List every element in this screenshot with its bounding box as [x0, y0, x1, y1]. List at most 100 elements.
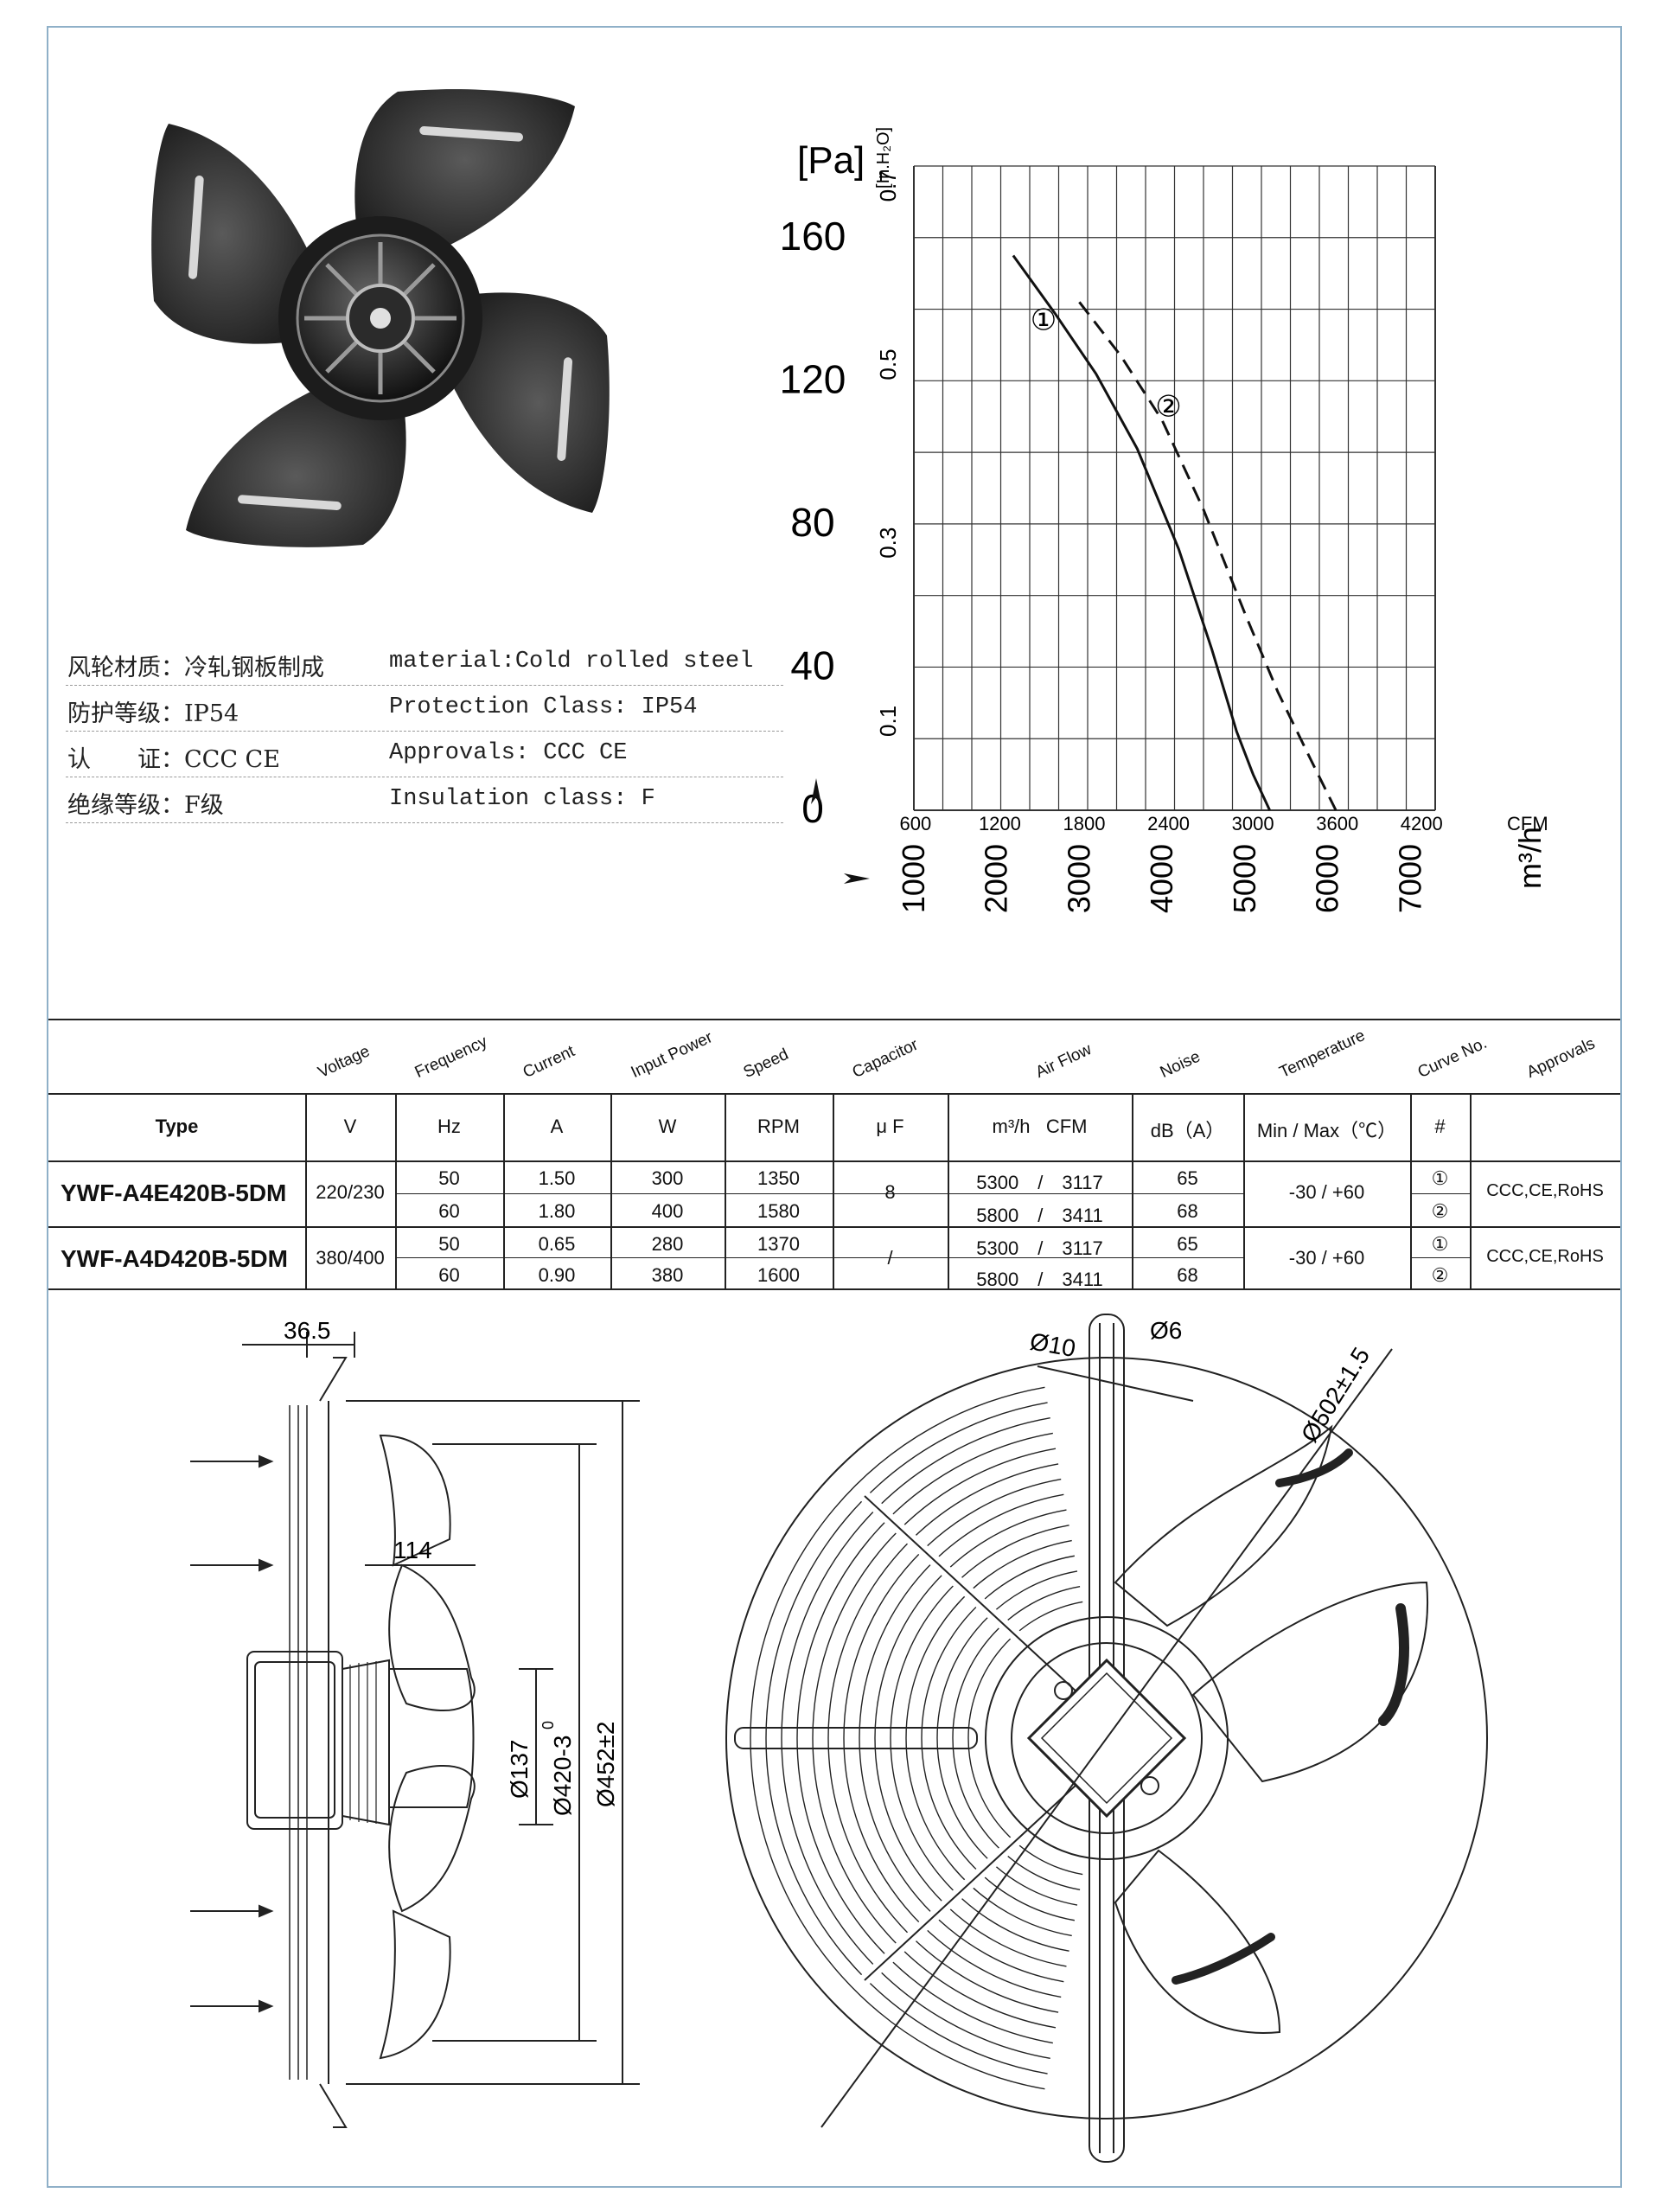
cell-w: 300 — [651, 1167, 684, 1189]
header-noise: Noise — [1157, 1047, 1204, 1083]
grille-ring — [843, 1478, 1062, 1998]
y-tick-pa: 160 — [780, 214, 846, 259]
cell-hz: 50 — [438, 1233, 460, 1255]
dim-502: Ø502±1.5 — [1296, 1343, 1375, 1448]
dim-420-tol: 0 — [540, 1721, 557, 1729]
spec-en: Approvals: CCC CE — [389, 740, 628, 766]
y-label-inh2o: [In.H₂O] — [874, 127, 893, 189]
cell-a: 1.80 — [538, 1200, 576, 1222]
header-capacitor: Capacitor — [849, 1035, 922, 1083]
grille-ring — [890, 1525, 1069, 1952]
cell-curve: ② — [1431, 1200, 1449, 1222]
y-tick-inh2o: 0.3 — [875, 527, 901, 559]
x-tick-m3h: 1000 — [896, 844, 931, 913]
grille-ring — [827, 1463, 1059, 2013]
spec-zh: 风轮材质：冷轧钢板制成 — [67, 655, 324, 681]
dim-420: Ø420-3 — [549, 1736, 576, 1816]
cell-cfm: 3117 — [1062, 1172, 1103, 1193]
unit-w: W — [658, 1116, 677, 1137]
spec-en: Protection Class: IP54 — [389, 694, 698, 720]
spec-row-approvals: 认 证：CCC CE Approvals: CCC CE — [66, 732, 783, 777]
curve-1 — [1012, 254, 1271, 811]
model-type: YWF-A4D420B-5DM — [61, 1245, 288, 1272]
cell-cfm: 3411 — [1062, 1269, 1103, 1290]
x-unit-cfm: CFM — [1507, 813, 1548, 834]
header-frequency: Frequency — [412, 1032, 490, 1083]
grille-ring — [952, 1586, 1081, 1890]
dim-452: Ø452±2 — [592, 1722, 619, 1807]
grille-ring — [750, 1386, 1045, 2090]
cell-w: 280 — [651, 1233, 684, 1255]
unit-flow: m³/h CFM — [992, 1116, 1088, 1137]
page-frame — [47, 26, 1622, 2188]
grille-ring — [967, 1601, 1083, 1876]
model-type: YWF-A4E420B-5DM — [61, 1180, 287, 1206]
cell-flow: 5800 / 3411 — [976, 1269, 1103, 1290]
grille-ring — [781, 1417, 1050, 2059]
spec-zh: 绝缘等级：F级 — [67, 792, 224, 819]
cell-flow: 5300 / 3117 — [976, 1172, 1103, 1193]
unit-noise: dB（A） — [1150, 1120, 1225, 1141]
cell-capacitor: / — [887, 1247, 893, 1269]
cell-approvals: CCC,CE,RoHS — [1486, 1181, 1604, 1200]
cell-hz: 50 — [438, 1167, 460, 1189]
y-tick-pa: 120 — [780, 356, 846, 401]
y-tick-pa: 0 — [801, 786, 824, 831]
cell-a: 0.90 — [538, 1264, 576, 1286]
cell-cfm: 3411 — [1062, 1205, 1103, 1226]
y-tick-pa: 80 — [790, 500, 834, 545]
cell-m3h: 5300 — [976, 1237, 1019, 1259]
header-voltage: Voltage — [315, 1042, 374, 1083]
header-approvals: Approvals — [1523, 1034, 1599, 1083]
grille-ring — [874, 1509, 1067, 1967]
unit-type: Type — [155, 1116, 199, 1137]
unit-a: A — [550, 1116, 564, 1137]
x-tick-m3h: 2000 — [979, 844, 1014, 913]
x-tick-m3h: 7000 — [1392, 844, 1427, 913]
unit-v: V — [343, 1116, 357, 1137]
grille-ring — [765, 1402, 1048, 2075]
cell-a: 1.50 — [538, 1167, 576, 1189]
x-tick-cfm: 1200 — [979, 813, 1021, 834]
y-tick-pa: 40 — [790, 643, 834, 687]
unit-curve: # — [1434, 1116, 1446, 1137]
x-tick-m3h: 4000 — [1144, 844, 1179, 913]
y-tick-inh2o: 0.5 — [875, 348, 901, 380]
cell-m3h: 5800 — [976, 1205, 1019, 1226]
cell-temperature: -30 / +60 — [1288, 1247, 1365, 1269]
cell-rpm: 1580 — [757, 1200, 800, 1222]
curve-label: ② — [1155, 390, 1181, 423]
unit-uf: μ F — [876, 1116, 904, 1137]
header-speed: Speed — [740, 1045, 792, 1083]
cell-w: 400 — [651, 1200, 684, 1222]
x-tick-cfm: 1800 — [1063, 813, 1106, 834]
dim-6: Ø6 — [1150, 1317, 1182, 1344]
spec-en: material:Cold rolled steel — [389, 649, 754, 674]
y-label-pa: [Pa] — [797, 139, 865, 182]
side-view-drawing: 36.5 114 Ø137 Ø420-3 0 Ø452±2 — [190, 1317, 640, 2128]
cell-approvals: CCC,CE,RoHS — [1486, 1247, 1604, 1266]
header-current: Current — [520, 1042, 578, 1083]
grille-ring — [812, 1448, 1057, 2029]
cell-rpm: 1370 — [757, 1233, 800, 1255]
dim-36-5: 36.5 — [284, 1317, 331, 1344]
unit-temp: Min / Max（℃） — [1256, 1120, 1397, 1141]
y-tick-inh2o: 0.1 — [875, 706, 901, 737]
x-arrow-icon — [844, 873, 870, 884]
x-tick-cfm: 2400 — [1147, 813, 1190, 834]
dim-114: 114 — [393, 1537, 432, 1563]
x-tick-cfm: 3000 — [1232, 813, 1274, 834]
front-view-drawing: Ø10 Ø6 Ø502±1.5 — [725, 1314, 1488, 2163]
grille-ring — [859, 1493, 1064, 1983]
spec-row-material: 风轮材质：冷轧钢板制成 material:Cold rolled steel — [66, 640, 783, 686]
header-curve: Curve No. — [1414, 1033, 1491, 1083]
spec-zh: 防护等级：IP54 — [67, 700, 239, 727]
cell-capacitor: 8 — [884, 1181, 896, 1203]
model-voltage: 220/230 — [316, 1181, 385, 1203]
curve-label: ① — [1031, 304, 1057, 337]
dim-137: Ø137 — [506, 1740, 533, 1800]
x-tick-m3h: 6000 — [1310, 844, 1345, 913]
fan-photo — [151, 89, 610, 547]
